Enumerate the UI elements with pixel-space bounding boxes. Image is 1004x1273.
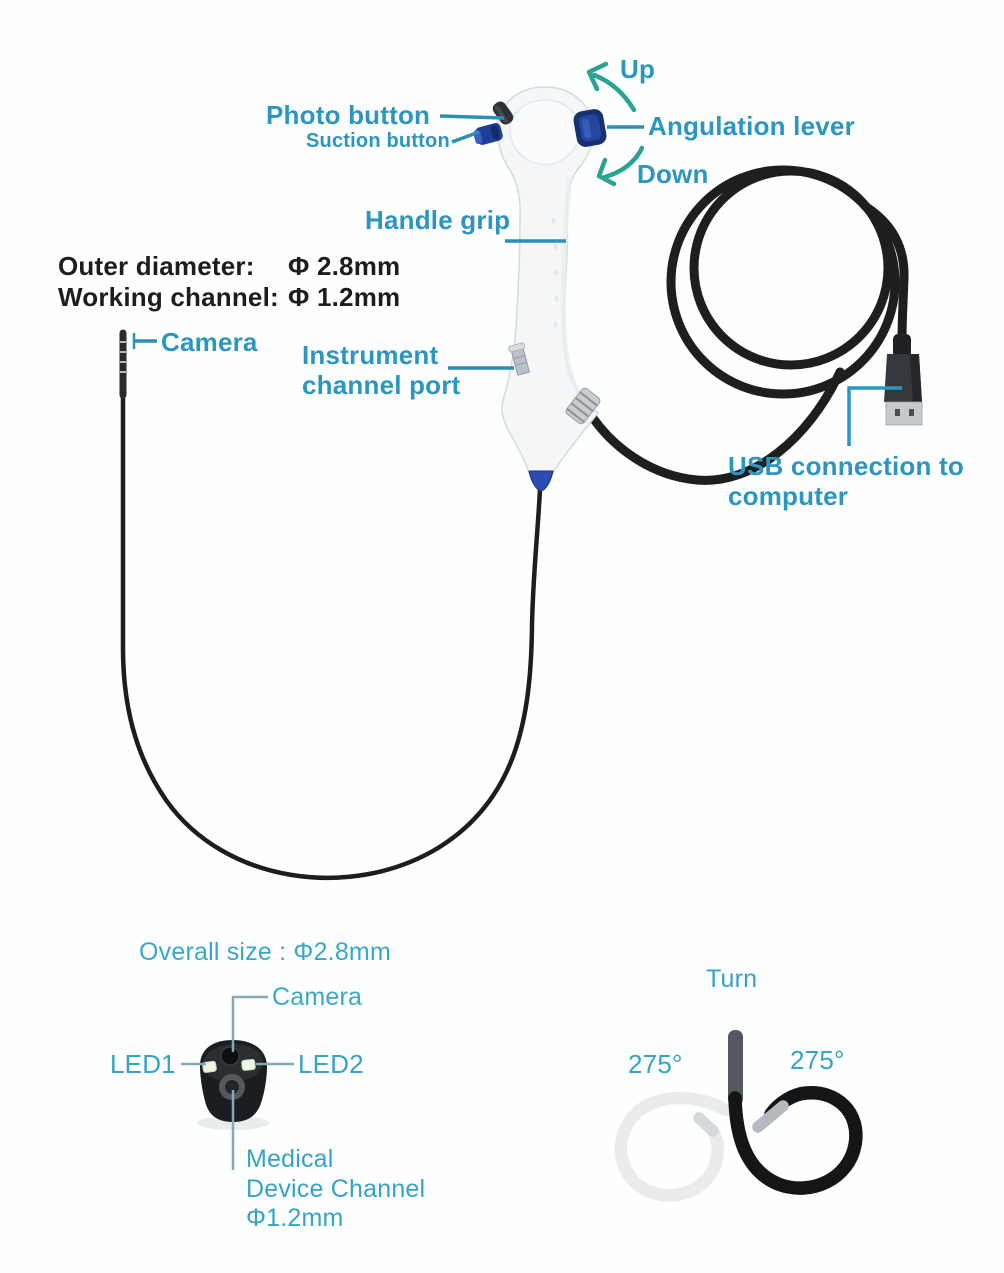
led1-label: LED1 [110,1049,176,1079]
angulation-lever [573,109,607,147]
spec-value: Φ 2.8mm [288,251,401,281]
handle-grip-label: Handle grip [365,205,511,235]
tip-led2 [241,1059,256,1071]
turn-ghost-tip [693,1112,719,1137]
tip-camera-leader [231,995,268,1052]
turn-stem [728,1030,743,1106]
insertion-tube-boot [528,470,554,492]
led2-label: LED2 [298,1049,364,1079]
photo-button-leader [439,114,505,120]
cable-strain-relief [565,387,601,425]
instrument-channel-port [508,342,531,376]
photo-button-label: Photo button [266,100,431,130]
handle-face-plate [509,99,581,166]
overall-size-label: Overall size : Φ2.8mm [139,938,391,966]
turn-label: Turn [706,965,758,993]
usb-connection-label: USB connection to computer [728,451,964,511]
angulation-lever-label: Angulation lever [648,111,855,141]
spec-name: Outer diameter: [58,251,255,281]
usb-connector [884,334,923,426]
down-arrow [596,145,645,187]
spec-row-working-channel: Working channel: Φ 1.2mm [58,282,401,314]
camera-tip [119,329,127,399]
spec-value: Φ 1.2mm [288,282,401,312]
leader-lines [132,114,902,446]
tip-led1 [202,1060,217,1073]
spec-name: Working channel: [58,282,279,312]
up-arrow [586,61,637,113]
turn-ghost-loop [614,1091,733,1202]
turn-detail-artwork [614,1030,863,1202]
usb-leader [847,386,902,446]
instrument-channel-port-label: Instrument channel port [302,340,461,400]
turn-left-angle: 275° [628,1049,683,1079]
tip-camera-label: Camera [272,983,363,1011]
suction-button-label: Suction button [306,130,450,152]
camera-label: Camera [161,327,258,357]
usb-cable [584,165,923,485]
turn-right-angle: 275° [790,1045,845,1075]
spec-row-outer-diameter: Outer diameter: Φ 2.8mm [58,251,401,283]
spec-list: Outer diameter: Φ 2.8mm Working channel: Φ… [58,251,401,314]
medical-device-channel-label: Medical Device Channel Φ1.2mm [246,1145,426,1232]
up-label: Up [620,54,656,84]
suction-button-leader [451,130,480,144]
tip-camera-lens [220,1046,240,1066]
handle-markings [552,218,558,327]
photo-button [492,101,514,125]
tip-detail-artwork [181,995,294,1170]
suction-button [473,123,503,145]
turn-black-loop [728,1086,863,1195]
insertion-tube [119,329,543,881]
down-label: Down [637,159,709,189]
turn-metal-tip [752,1100,789,1133]
